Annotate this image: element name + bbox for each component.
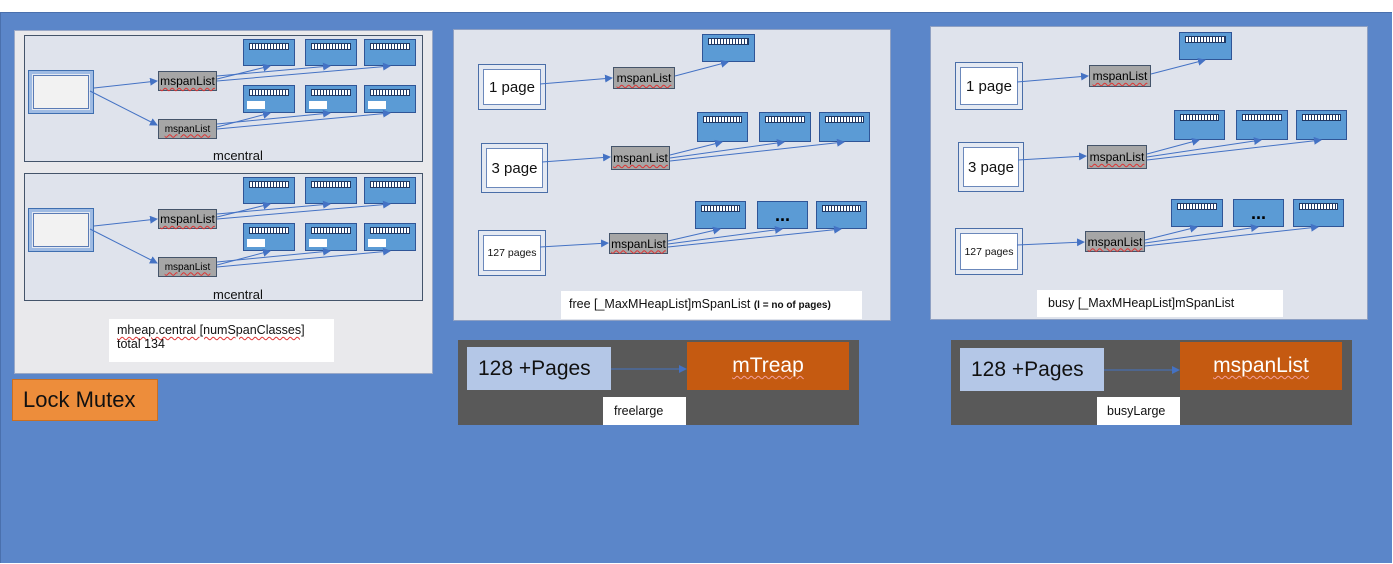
mtreap-box: mTreap xyxy=(687,342,849,390)
free-caption-main: free [_MaxMHeapList]mSpanList xyxy=(569,297,751,311)
page-box-1: 1 page xyxy=(478,64,546,110)
busylarge-pages-box: 128 +Pages xyxy=(960,348,1104,391)
span-block xyxy=(1174,110,1225,140)
span-block xyxy=(702,34,755,62)
span-block xyxy=(364,39,416,66)
total-text: total 134 xyxy=(117,337,165,351)
span-block xyxy=(1179,32,1232,60)
mspanlist-box: mspanList xyxy=(611,146,670,170)
page-box-127: 127 pages xyxy=(478,230,546,276)
lock-mutex-box: Lock Mutex xyxy=(12,379,158,421)
span-block xyxy=(1171,199,1223,227)
mcentral-label: mcentral xyxy=(213,148,263,163)
span-block xyxy=(1293,199,1344,227)
page-box-1: 1 page xyxy=(955,62,1023,110)
mspanlist-box: mspanList xyxy=(609,233,668,254)
span-block xyxy=(305,223,357,251)
span-block xyxy=(816,201,867,229)
span-block xyxy=(1296,110,1347,140)
mspanlist-box: mspanList xyxy=(1089,65,1151,87)
mspanlist-large-box: mspanList xyxy=(1180,342,1342,390)
span-block xyxy=(305,85,357,113)
busy-caption-main: busy [_MaxMHeapList]mSpanList xyxy=(1048,296,1235,310)
ellipsis-block: ... xyxy=(757,201,808,229)
span-block xyxy=(819,112,870,142)
freelarge-pages-box: 128 +Pages xyxy=(467,347,611,390)
ellipsis-block: ... xyxy=(1233,199,1284,227)
mheap-central-text: mheap.central [numSpanClasses] xyxy=(117,323,305,337)
span-block xyxy=(364,85,416,113)
span-block xyxy=(243,177,295,204)
mcentral-label: mcentral xyxy=(213,287,263,302)
mspanlist-box: mspanList xyxy=(158,71,217,91)
page-box-3: 3 page xyxy=(481,143,548,193)
mspanlist-box: mspanList xyxy=(613,67,675,89)
page-box-127: 127 pages xyxy=(955,228,1023,275)
mheap-central-caption: mheap.central [numSpanClasses] total 134 xyxy=(109,319,334,362)
freelarge-caption: freelarge xyxy=(603,397,686,425)
mspanlist-box: mspanList xyxy=(158,209,217,229)
span-block xyxy=(243,223,295,251)
span-block xyxy=(243,39,295,66)
mspanlist-box: mspanList xyxy=(1085,231,1145,252)
busylarge-caption: busyLarge xyxy=(1097,397,1180,425)
span-block xyxy=(695,201,746,229)
mcentral-source-box-1 xyxy=(28,70,94,114)
span-block xyxy=(305,39,357,66)
mspanlist-box: mspanList xyxy=(158,257,217,277)
free-list-caption: free [_MaxMHeapList]mSpanList (l = no of… xyxy=(561,291,862,319)
free-caption-note: (l = no of pages) xyxy=(753,300,831,311)
span-block xyxy=(305,177,357,204)
page-box-3: 3 page xyxy=(958,142,1024,192)
span-block xyxy=(1236,110,1288,140)
span-block xyxy=(364,177,416,204)
span-block xyxy=(697,112,748,142)
mcentral-source-box-2 xyxy=(28,208,94,252)
busy-list-caption: busy [_MaxMHeapList]mSpanList xyxy=(1037,290,1283,317)
span-block xyxy=(243,85,295,113)
span-block xyxy=(364,223,416,251)
span-block xyxy=(759,112,811,142)
mspanlist-box: mspanList xyxy=(158,119,217,139)
mspanlist-box: mspanList xyxy=(1087,145,1147,169)
